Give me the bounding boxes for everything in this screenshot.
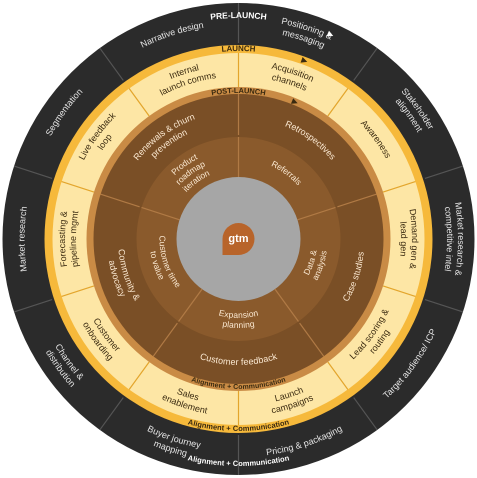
launch-title: LAUNCH <box>221 44 256 54</box>
post-launch-outer-divider-1 <box>337 193 377 208</box>
launch-divider-2 <box>382 180 416 193</box>
post-launch-inner-segment-3-line-1-text: Expansion <box>218 308 260 320</box>
post-launch-outer-divider-4 <box>100 193 140 208</box>
pre-launch-segment-8-text: Market research <box>17 206 29 272</box>
pre-launch-divider-4 <box>353 397 378 431</box>
post-launch-inner-divider-4 <box>141 206 180 221</box>
pre-launch-segment-3-line-2-text: competitive intel <box>442 206 454 272</box>
logo-text: gtm <box>228 233 248 245</box>
launch-segment-8-line-2-text: pipeline mgmt <box>68 210 80 268</box>
pre-launch-segment-3-line-1: Market research & <box>453 201 466 276</box>
launch-divider-1 <box>327 88 349 117</box>
launch-segment-8-line-1: Forecasting & <box>57 210 69 267</box>
pre-launch-arrow-icon <box>326 30 334 37</box>
launch-segment-3-line-1-text: Demand gen & <box>407 208 420 270</box>
launch-segment-3-line-2: lead gen <box>398 221 409 257</box>
post-launch-title-text: POST-LAUNCH <box>211 86 267 97</box>
launch-divider-9 <box>128 88 150 117</box>
pre-launch-segment-3-line-1-text: Market research & <box>453 201 466 276</box>
launch-divider-4 <box>327 361 349 390</box>
post-launch-title: POST-LAUNCH <box>211 86 267 97</box>
pre-launch-title-text: PRE-LAUNCH <box>210 10 267 22</box>
post-launch-inner-divider-1 <box>297 206 336 221</box>
launch-title-text: LAUNCH <box>221 44 256 54</box>
post-launch-inner-divider-3 <box>178 288 203 322</box>
pre-launch-divider-2 <box>424 165 464 180</box>
launch-divider-7 <box>61 285 95 298</box>
pre-launch-divider-7 <box>13 298 53 313</box>
pre-launch-segment-8: Market research <box>17 206 29 272</box>
pre-launch-divider-3 <box>424 298 464 313</box>
post-launch-outer-divider-3 <box>152 322 178 357</box>
launch-segment-8-line-1-text: Forecasting & <box>57 210 69 267</box>
post-launch-inner-divider-2 <box>274 288 299 322</box>
post-launch-inner-segment-3-line-2-text: planning <box>222 319 256 330</box>
launch-divider-6 <box>128 361 150 390</box>
pre-launch-divider-8 <box>13 165 53 180</box>
pre-launch-divider-1 <box>353 47 378 81</box>
pre-launch-divider-9 <box>99 47 124 81</box>
post-launch-inner-segment-3-line-2: planning <box>222 319 256 330</box>
post-launch-outer-divider-2 <box>299 322 325 357</box>
pre-launch-segment-3-line-2: competitive intel <box>442 206 454 272</box>
post-launch-arrow-icon <box>290 98 298 104</box>
launch-arrow-icon <box>300 56 308 63</box>
logo-shape <box>222 223 255 255</box>
dividers-layer <box>13 3 464 475</box>
center-layer: gtm <box>222 223 255 255</box>
launch-segment-8-line-2: pipeline mgmt <box>68 210 80 268</box>
gtm-logo: gtm <box>222 223 255 255</box>
launch-segment-3-line-1: Demand gen & <box>407 208 420 270</box>
pre-launch-divider-6 <box>99 397 124 431</box>
pre-launch-title: PRE-LAUNCH <box>210 10 267 22</box>
launch-divider-8 <box>61 180 95 193</box>
post-launch-inner-segment-3-line-1: Expansion <box>218 308 260 320</box>
launch-segment-3-line-2-text: lead gen <box>398 221 409 257</box>
launch-divider-3 <box>382 285 416 298</box>
